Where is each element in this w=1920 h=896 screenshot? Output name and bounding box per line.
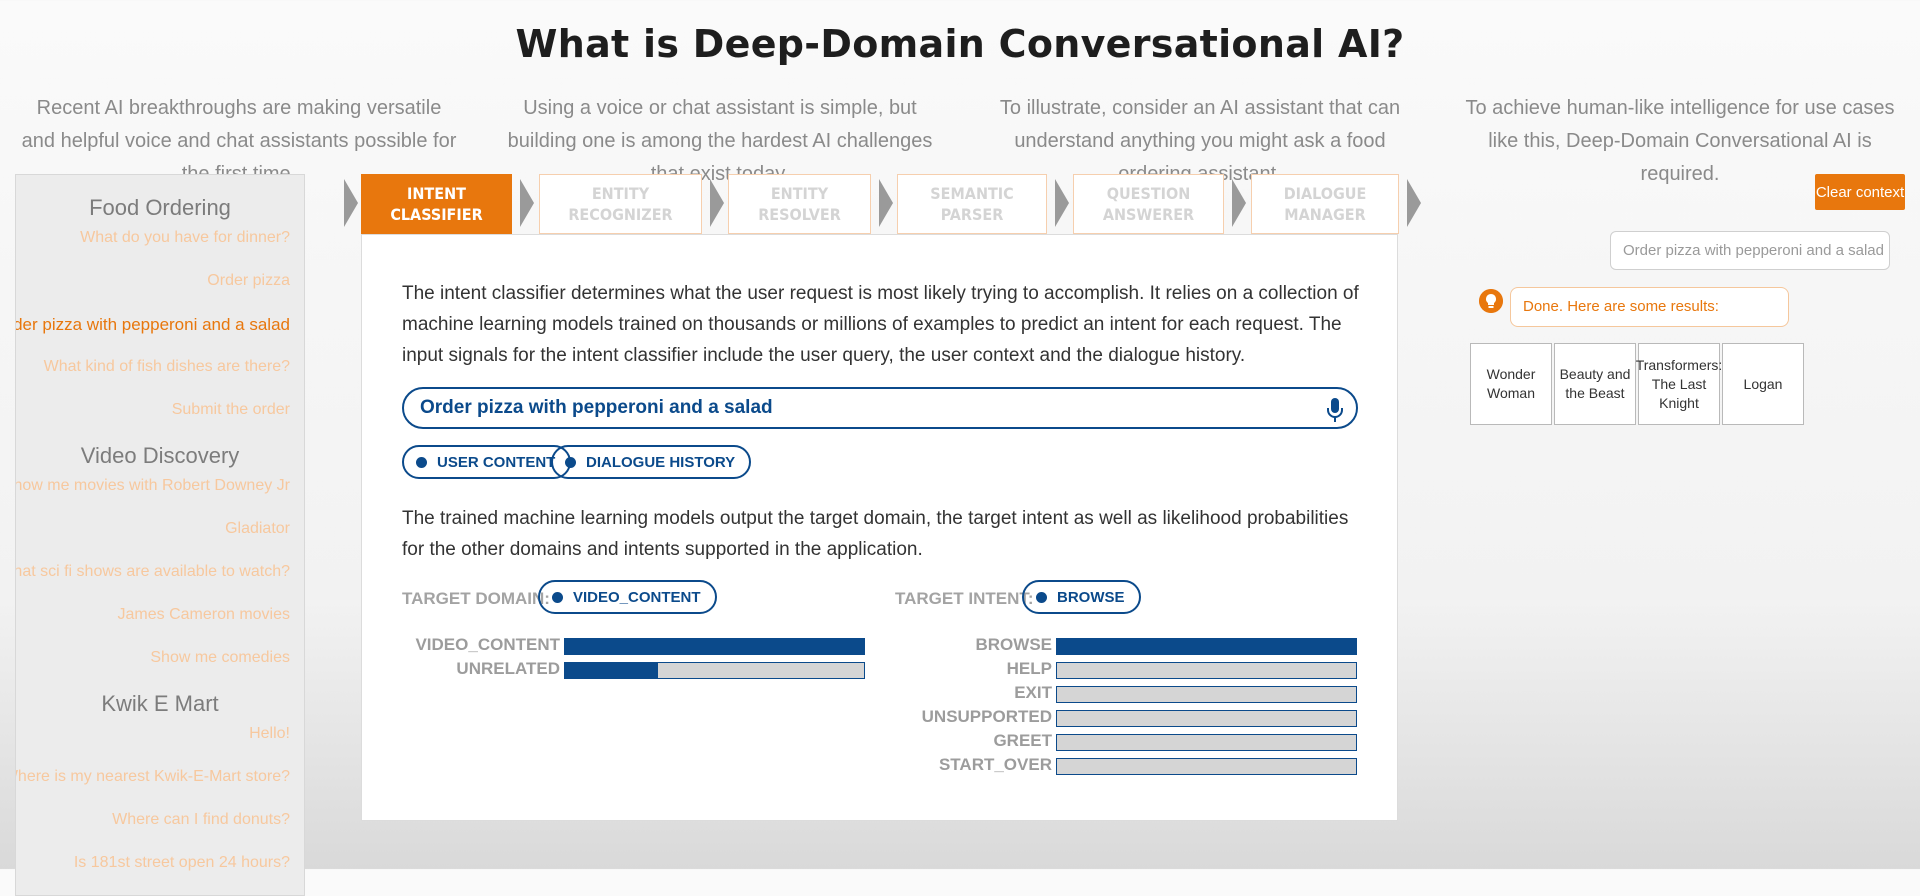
- assistant-reply: Done. Here are some results:: [1510, 287, 1789, 327]
- signal-label: DIALOGUE HISTORY: [586, 453, 736, 471]
- domain-heading-video: Video Discovery: [80, 443, 240, 468]
- signal-dialogue-history[interactable]: DIALOGUE HISTORY: [551, 445, 752, 479]
- sample-query[interactable]: Gladiator: [225, 520, 290, 537]
- intent-score-bar: [1056, 734, 1357, 751]
- dot-icon: [565, 456, 576, 468]
- sample-query[interactable]: What sci fi shows are available to watch…: [15, 563, 290, 580]
- intent-classifier-panel: The intent classifier determines what th…: [361, 234, 1398, 821]
- domain-score-bar: [564, 638, 865, 655]
- tab-label-line1: DIALOGUE: [1283, 184, 1367, 203]
- intent-score-label: BROWSE: [975, 635, 1053, 654]
- dot-icon: [1036, 591, 1047, 603]
- sample-query[interactable]: Where is my nearest Kwik-E-Mart store?: [15, 768, 290, 785]
- intent-score-label: HELP: [1006, 659, 1052, 678]
- intent-score-bar: [1056, 758, 1357, 775]
- chevron-right-icon: [1232, 179, 1246, 227]
- tab-dialogue-manager[interactable]: DIALOGUE MANAGER: [1251, 174, 1399, 234]
- intent-score-bar: [1056, 710, 1357, 727]
- dot-icon: [552, 591, 563, 603]
- sample-query[interactable]: Hello!: [249, 725, 290, 742]
- target-intent-label: TARGET INTENT:: [895, 589, 1034, 608]
- chevron-right-icon: [344, 179, 358, 227]
- page-title: What is Deep-Domain Conversational AI?: [515, 22, 1405, 66]
- sample-query[interactable]: Submit the order: [171, 401, 290, 418]
- target-domain-badge: VIDEO_CONTENT: [538, 580, 717, 614]
- tab-semantic-parser[interactable]: SEMANTIC PARSER: [897, 174, 1047, 234]
- signal-user-content[interactable]: USER CONTENT: [402, 445, 572, 479]
- clear-context-button[interactable]: Clear context: [1815, 174, 1905, 210]
- result-card[interactable]: Transformers: The Last Knight: [1636, 343, 1722, 425]
- domain-heading-kwik: Kwik E Mart: [101, 691, 219, 716]
- tab-intent-classifier[interactable]: INTENT CLASSIFIER: [361, 174, 512, 234]
- chevron-right-icon: [1055, 179, 1069, 227]
- tab-label-line2: MANAGER: [1284, 205, 1366, 224]
- tab-label-line2: RESOLVER: [758, 205, 841, 224]
- target-intent-value: BROWSE: [1057, 588, 1125, 606]
- tab-label-line1: ENTITY: [770, 184, 829, 203]
- chevron-right-icon: [520, 179, 534, 227]
- intent-score-bar: [1056, 686, 1357, 703]
- lightbulb-icon: [1479, 289, 1503, 313]
- tab-label-line2: PARSER: [940, 205, 1004, 224]
- intent-score-fill: [1057, 639, 1356, 654]
- tab-label-line2: ANSWERER: [1102, 205, 1195, 224]
- result-card[interactable]: Wonder Woman: [1470, 343, 1552, 425]
- tab-label-line2: RECOGNIZER: [568, 205, 673, 224]
- tab-label-line1: QUESTION: [1106, 184, 1191, 203]
- sample-query-sidebar: Food Ordering What do you have for dinne…: [15, 174, 305, 896]
- domain-score-label: UNRELATED: [456, 659, 560, 678]
- result-card[interactable]: Beauty and the Beast: [1554, 343, 1636, 425]
- tab-label-line1: ENTITY: [591, 184, 650, 203]
- sample-query[interactable]: Show me comedies: [150, 649, 290, 666]
- sample-query-active[interactable]: Order pizza with pepperoni and a salad: [15, 315, 290, 334]
- chevron-right-icon: [710, 179, 724, 227]
- sample-query[interactable]: Show me movies with Robert Downey Jr: [15, 477, 290, 494]
- dot-icon: [416, 456, 427, 468]
- tab-entity-recognizer[interactable]: ENTITY RECOGNIZER: [539, 174, 702, 234]
- intent-score-label: UNSUPPORTED: [921, 707, 1052, 726]
- result-card[interactable]: Logan: [1722, 343, 1804, 425]
- query-input[interactable]: Order pizza with pepperoni and a salad: [402, 387, 1358, 429]
- output-description: The trained machine learning models outp…: [402, 508, 1349, 560]
- tab-label-line1: SEMANTIC: [930, 184, 1014, 203]
- assistant-query-field[interactable]: Order pizza with pepperoni and a salad: [1610, 231, 1890, 270]
- sample-query[interactable]: What do you have for dinner?: [80, 229, 290, 246]
- microphone-icon[interactable]: [1324, 397, 1346, 423]
- chevron-right-icon: [1407, 179, 1421, 227]
- chevron-right-icon: [879, 179, 893, 227]
- target-intent-badge: BROWSE: [1022, 580, 1141, 614]
- domain-score-label: VIDEO_CONTENT: [415, 635, 560, 654]
- signal-label: USER CONTENT: [437, 453, 556, 471]
- intent-score-bar: [1056, 638, 1357, 655]
- intent-score-bar: [1056, 662, 1357, 679]
- target-domain-value: VIDEO_CONTENT: [573, 588, 701, 606]
- tab-question-answerer[interactable]: QUESTION ANSWERER: [1073, 174, 1224, 234]
- intent-score-label: GREET: [993, 731, 1052, 750]
- sample-query[interactable]: James Cameron movies: [117, 606, 291, 623]
- domain-heading-food: Food Ordering: [89, 195, 231, 220]
- classifier-description: The intent classifier determines what th…: [402, 283, 1359, 366]
- intent-score-label: START_OVER: [938, 755, 1052, 774]
- domain-score-fill: [565, 639, 864, 654]
- target-domain-label: TARGET DOMAIN:: [402, 589, 550, 608]
- intro-text-4: To achieve human-like intelligence for u…: [1465, 97, 1895, 185]
- domain-score-bar: [564, 662, 865, 679]
- tab-label-line2: CLASSIFIER: [390, 205, 483, 224]
- tab-label-line1: INTENT: [407, 184, 466, 203]
- sample-query[interactable]: Where can I find donuts?: [112, 811, 290, 828]
- query-text: Order pizza with pepperoni and a salad: [420, 397, 773, 418]
- domain-score-fill: [565, 663, 658, 678]
- tab-entity-resolver[interactable]: ENTITY RESOLVER: [728, 174, 871, 234]
- sample-query[interactable]: What kind of fish dishes are there?: [43, 358, 290, 375]
- intent-score-label: EXIT: [1014, 683, 1052, 702]
- sample-query[interactable]: Is 181st street open 24 hours?: [73, 854, 290, 871]
- sample-query[interactable]: Order pizza: [207, 272, 290, 289]
